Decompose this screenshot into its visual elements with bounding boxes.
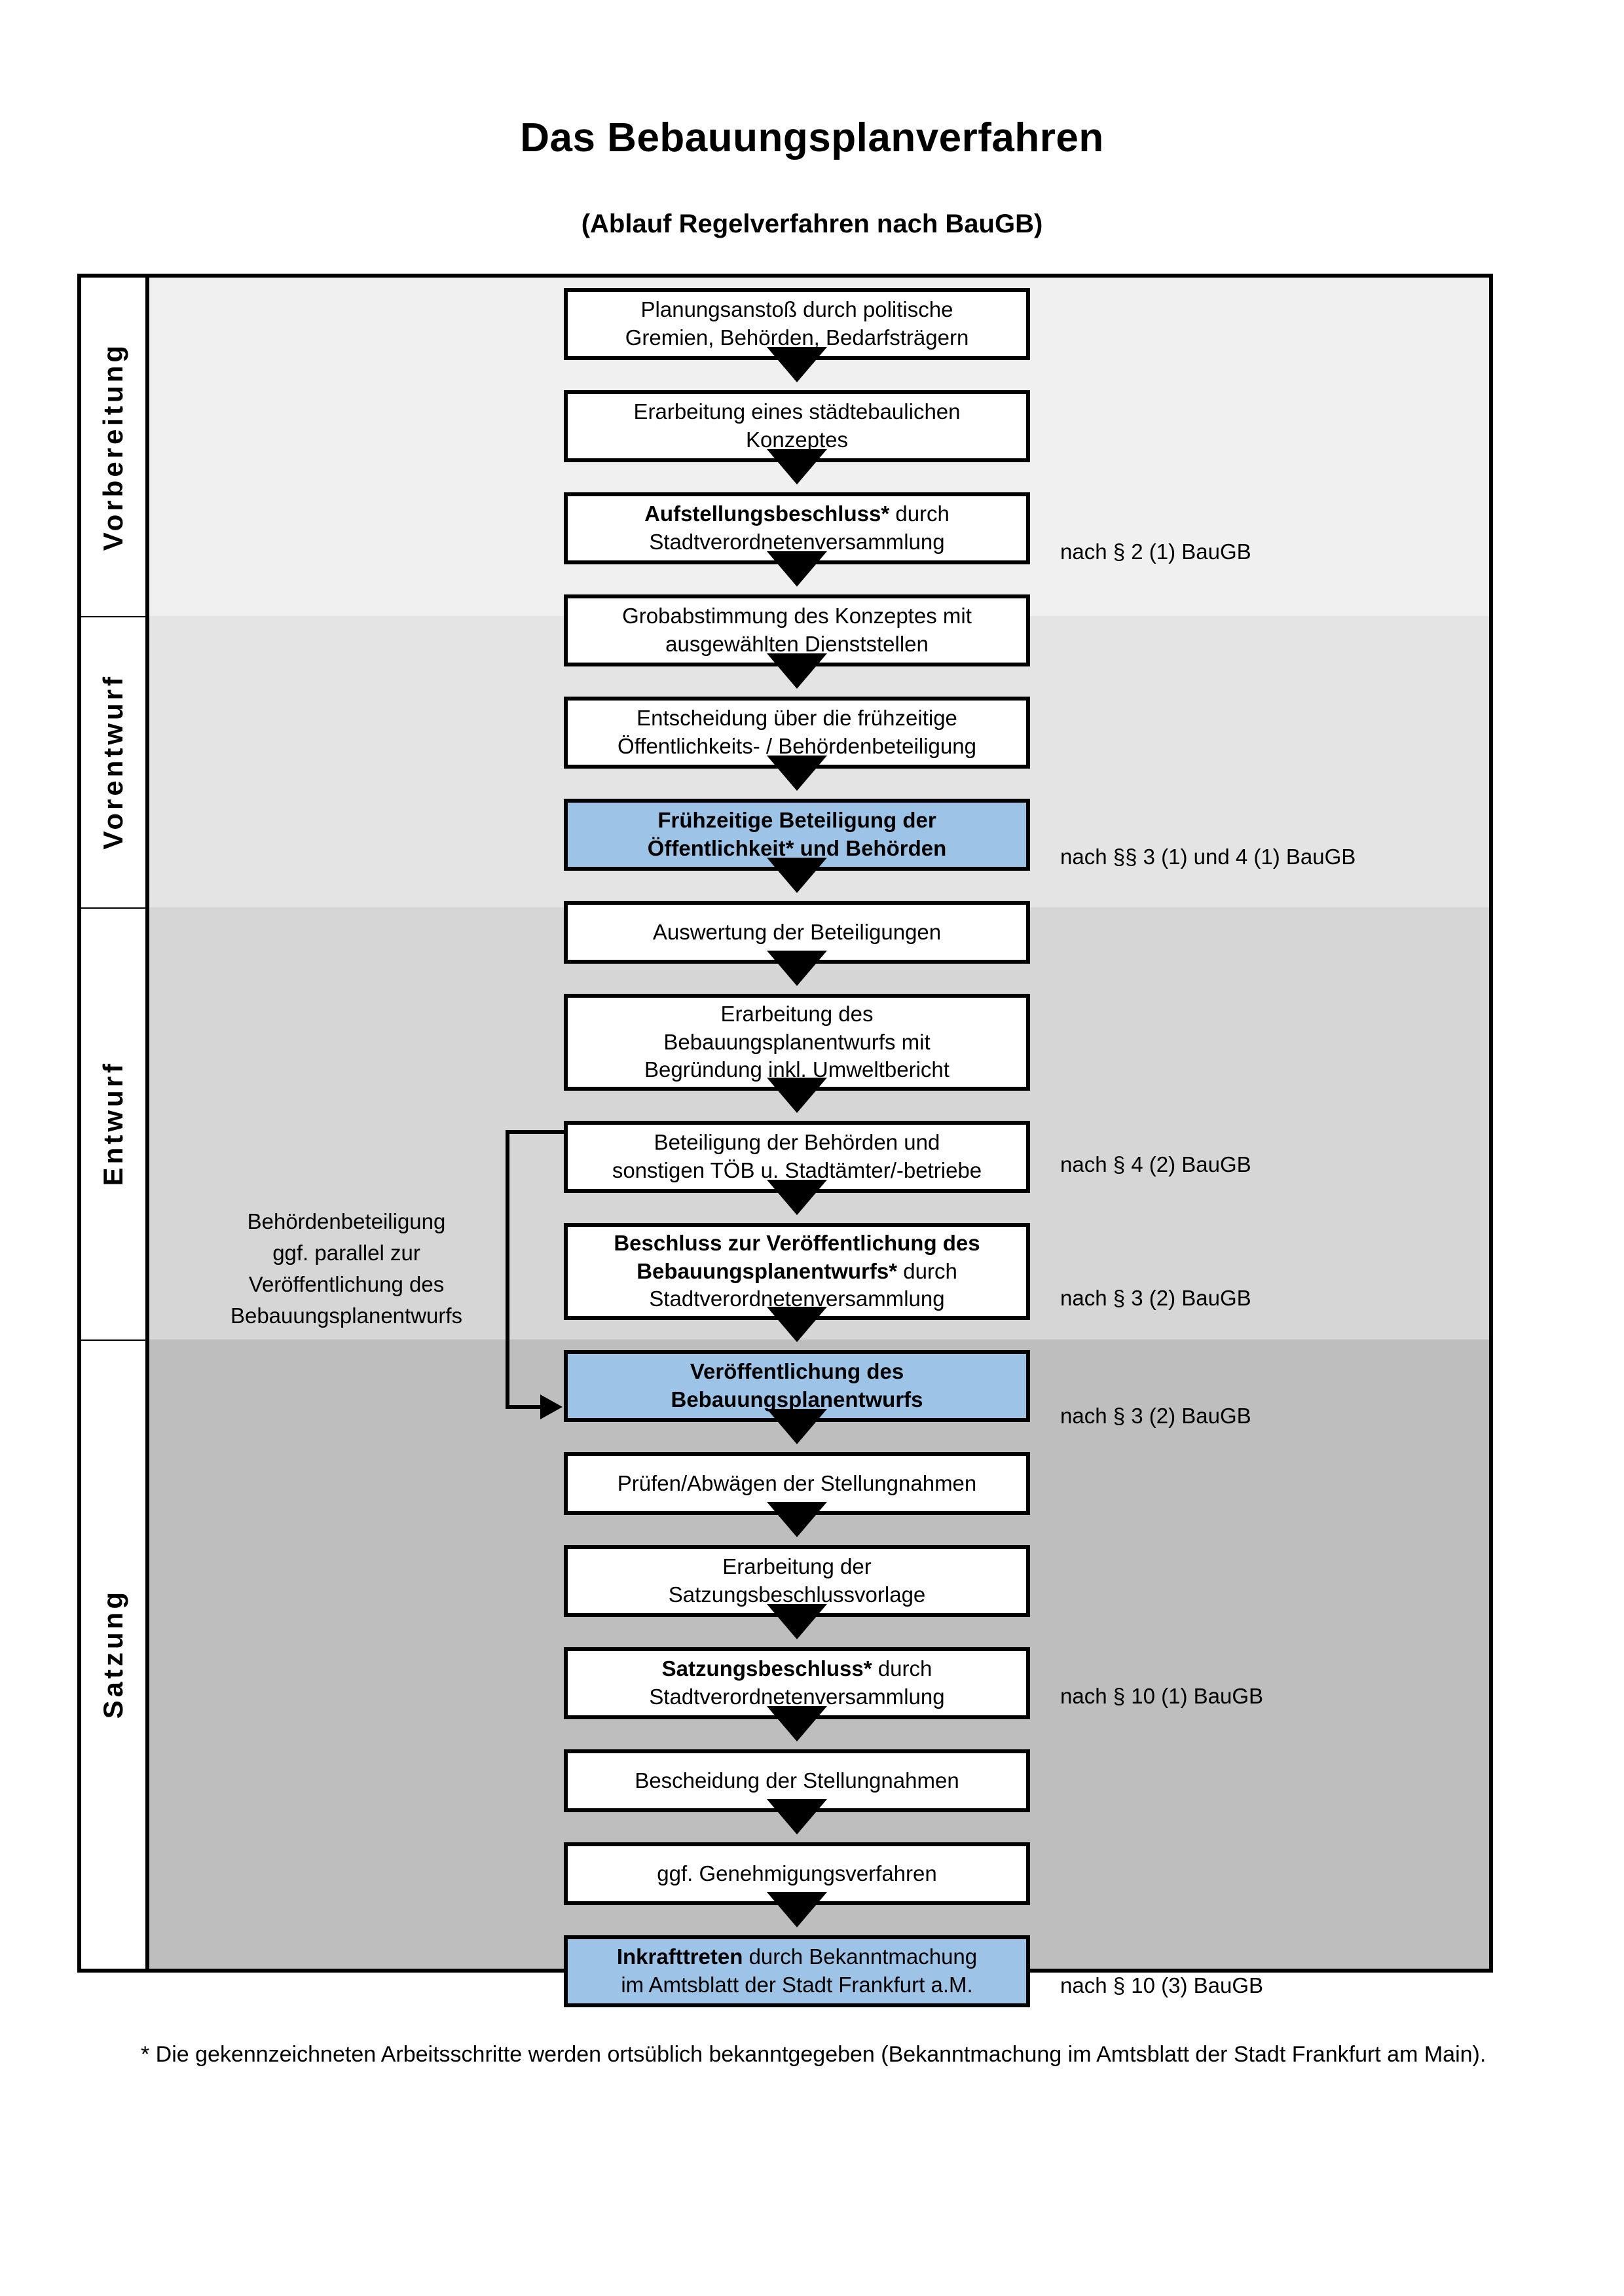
parallel-connector-arrowhead	[540, 1394, 563, 1419]
node-line: im Amtsblatt der Stadt Frankfurt a.M.	[621, 1973, 973, 1997]
phase-label-vorentwurf: Vorentwurf	[81, 616, 149, 907]
node-line: Bebauungsplanentwurfs* durch	[637, 1258, 957, 1286]
node-line: Gremien, Behörden, Bedarfsträgern	[625, 325, 969, 350]
node-line: Bescheidung der Stellungnahmen	[635, 1768, 959, 1793]
node-line-bold: Aufstellungsbeschluss*	[644, 501, 890, 526]
node-line-bold: Inkrafttreten	[616, 1944, 743, 1969]
node-line: Frühzeitige Beteiligung der	[657, 808, 936, 833]
node-line: Beteiligung der Behörden und	[654, 1130, 940, 1155]
flow-arrow-down	[767, 1307, 827, 1342]
parallel-connector-bottom	[506, 1405, 542, 1409]
flow-arrow-down	[767, 1502, 827, 1537]
parallel-connector-vertical	[506, 1130, 509, 1405]
side-annotation-line: Veröffentlichung des	[248, 1271, 445, 1296]
flow-arrow-down	[767, 551, 827, 587]
legal-reference-r2: nach §§ 3 (1) und 4 (1) BauGB	[1060, 845, 1356, 869]
node-line: Bebauungsplanentwurfs mit	[663, 1029, 931, 1054]
node-line: Beschluss zur Veröffentlichung des	[614, 1230, 980, 1255]
legal-reference-r6: nach § 10 (1) BauGB	[1060, 1684, 1264, 1708]
node-line: Satzungsbeschlussvorlage	[668, 1582, 926, 1607]
node-line: Prüfen/Abwägen der Stellungnahmen	[617, 1470, 977, 1495]
phase-label-vorbereitung: Vorbereitung	[81, 278, 149, 616]
node-line: Planungsanstoß durch politische	[640, 297, 953, 322]
phase-label-text: Vorbereitung	[98, 342, 128, 551]
side-annotation-line: ggf. parallel zur	[272, 1240, 420, 1265]
node-line: Bebauungsplanentwurfs	[671, 1387, 923, 1412]
flow-arrow-down	[767, 1180, 827, 1215]
node-line: Öffentlichkeit* und Behörden	[647, 836, 947, 860]
page-title: Das Bebauungsplanverfahren	[520, 115, 1104, 160]
side-annotation-line: Bebauungsplanentwurfs	[230, 1303, 463, 1328]
side-annotation-line: Behördenbeteiligung	[247, 1209, 446, 1233]
flow-arrow-down	[767, 1604, 827, 1639]
flow-arrow-down	[767, 449, 827, 484]
phase-divider	[81, 616, 149, 617]
flow-arrow-down	[767, 1892, 827, 1927]
phase-divider	[81, 907, 149, 909]
flow-arrow-down	[767, 1799, 827, 1834]
flow-arrow-down	[767, 1706, 827, 1741]
node-line-rest: durch	[889, 501, 950, 526]
flow-arrow-down	[767, 756, 827, 791]
flow-arrow-down	[767, 858, 827, 893]
node-line: Grobabstimmung des Konzeptes mit	[622, 604, 972, 629]
node-line: Auswertung der Beteiligungen	[652, 919, 942, 944]
node-line: Satzungsbeschluss* durch	[662, 1655, 932, 1683]
node-line: Inkrafttreten durch Bekanntmachung	[617, 1943, 977, 1971]
flow-arrow-down	[767, 1409, 827, 1444]
phase-divider	[81, 1339, 149, 1341]
node-line-bold: Satzungsbeschluss*	[661, 1656, 872, 1681]
node-line: Aufstellungsbeschluss* durch	[644, 500, 950, 528]
flow-arrow-down	[767, 1078, 827, 1113]
node-line: Erarbeitung eines städtebaulichen	[633, 399, 961, 424]
page-subtitle: (Ablauf Regelverfahren nach BauGB)	[581, 210, 1043, 238]
flow-arrow-down	[767, 347, 827, 382]
node-line-rest: durch	[897, 1258, 957, 1283]
phase-label-text: Satzung	[98, 1589, 128, 1719]
node-line: ausgewählten Dienststellen	[665, 632, 929, 656]
node-line: ggf. Genehmigungsverfahren	[657, 1861, 937, 1886]
node-line-rest: durch	[872, 1656, 932, 1681]
node-line: Veröffentlichung des	[690, 1359, 904, 1384]
legal-reference-r5: nach § 3 (2) BauGB	[1060, 1404, 1251, 1428]
node-line: sonstigen TÖB u. Stadtämter/-betriebe	[612, 1158, 982, 1182]
parallel-connector-top	[506, 1130, 564, 1134]
footnote-text: * Die gekennzeichneten Arbeitsschritte w…	[141, 2042, 1486, 2067]
node-line: Konzeptes	[746, 428, 848, 452]
node-line-bold: Bebauungsplanentwurfs*	[637, 1258, 898, 1283]
legal-reference-r1: nach § 2 (1) BauGB	[1060, 539, 1251, 564]
node-line: Erarbeitung des	[720, 1001, 874, 1026]
phase-label-text: Entwurf	[98, 1061, 128, 1186]
legal-reference-r7: nach § 10 (3) BauGB	[1060, 1973, 1264, 1997]
node-line: Entscheidung über die frühzeitige	[637, 706, 957, 731]
node-line: Erarbeitung der	[722, 1554, 872, 1579]
legal-reference-r3: nach § 4 (2) BauGB	[1060, 1152, 1251, 1176]
phase-label-satzung: Satzung	[81, 1339, 149, 1969]
node-line: Stadtverordnetenversammlung	[649, 530, 945, 554]
phase-label-text: Vorentwurf	[98, 674, 128, 850]
flow-arrow-down	[767, 653, 827, 689]
node-line-rest: durch Bekanntmachung	[743, 1944, 978, 1969]
node-line: Stadtverordnetenversammlung	[649, 1685, 945, 1709]
legal-reference-r4: nach § 3 (2) BauGB	[1060, 1286, 1251, 1310]
flow-arrow-down	[767, 951, 827, 986]
node-line: Öffentlichkeits- / Behördenbeteiligung	[618, 734, 976, 758]
phase-label-entwurf: Entwurf	[81, 907, 149, 1339]
